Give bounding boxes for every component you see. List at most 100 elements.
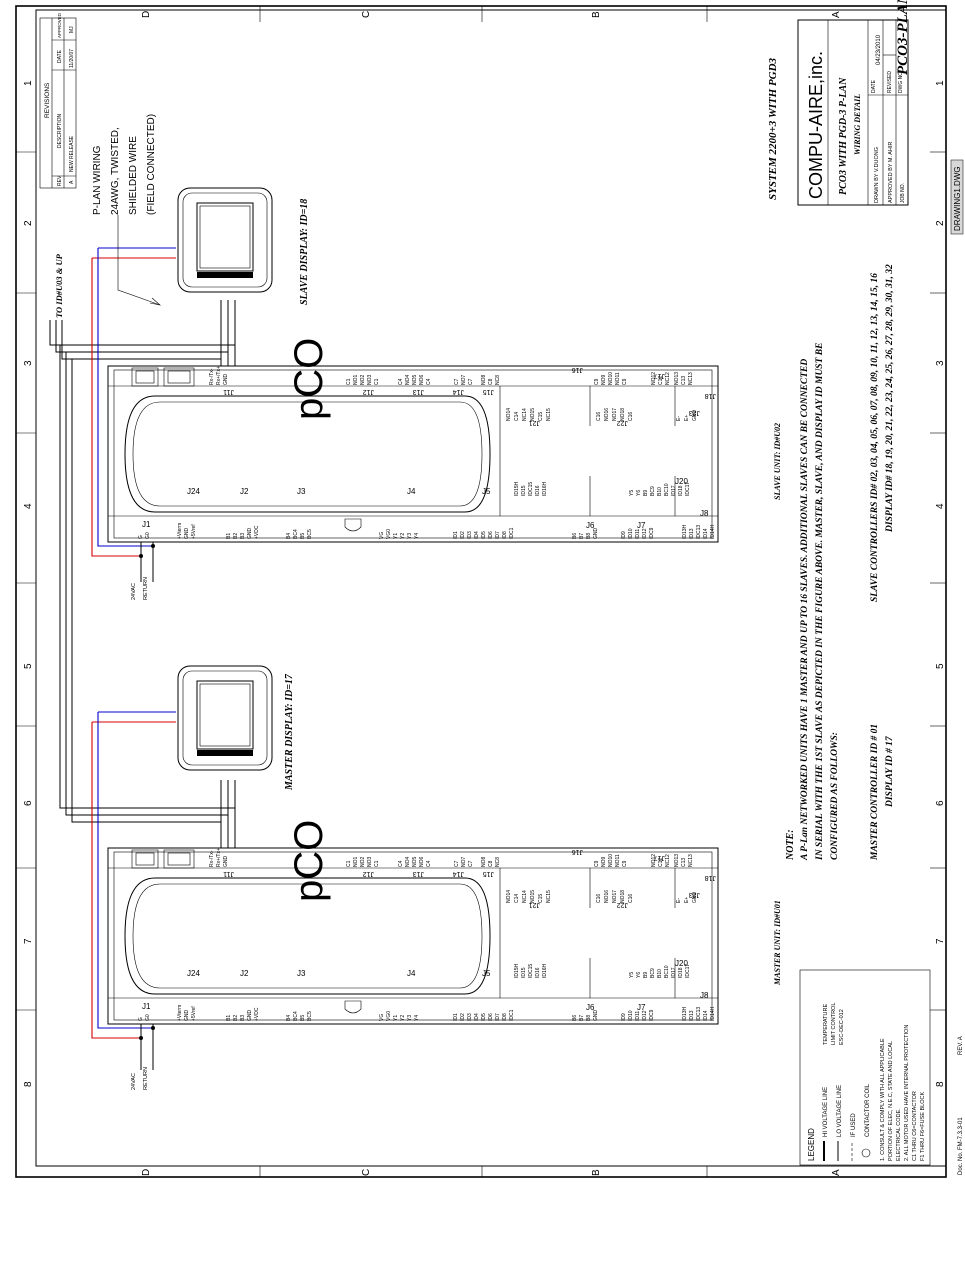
slave-rtop-pin-1-0: NO12 [651, 372, 657, 385]
master-jack-0: J11 [223, 870, 234, 877]
slave-jack-0: J11 [223, 388, 234, 395]
slave-bottom-pin-4-1: VG0 [386, 529, 392, 539]
slave-rb-pin-3-1: ID10 [628, 528, 634, 539]
slave-rb-pin-3-2: ID11 [635, 529, 641, 539]
slave-rb-pin-4-0: ID13H [682, 524, 688, 539]
drawn-by: DRAWN BY V.DUONG [874, 147, 880, 203]
slave-hdr-5: J20 [675, 477, 688, 486]
master-small-label-3: J8 [700, 991, 709, 1000]
to-next-label: TO ID#U03 & UP [54, 253, 64, 318]
master-bottom-pin-2-0: B1 [226, 1015, 232, 1021]
master-top-pin-1-1: NO1 [353, 857, 359, 868]
slave-rb-pin-3-0: ID9 [621, 531, 627, 539]
master-top-pin-2-3: NO6 [419, 857, 425, 868]
master-j23-pin-2: GND [692, 892, 698, 904]
master-rb-pin-2-0: Y5 [629, 972, 635, 978]
legend-title: LEGEND [807, 1128, 816, 1161]
master-hdr-1: J2 [240, 969, 249, 978]
master-rb-pin-3-3: ID12 [642, 1010, 648, 1021]
rev-row-rev: A [69, 180, 75, 184]
master-j21-pin-5: NC15 [546, 890, 552, 903]
plan-wiring-line-2: 24AWG, TWISTED, [110, 127, 121, 215]
master-top-pin-0-1: Rx+/Tx+ [216, 848, 222, 867]
vac-label-slave: 24VAC [131, 583, 137, 600]
slave-jack-5: J21 [529, 419, 540, 426]
slave-bottom-pin-5-0: ID1 [453, 531, 459, 539]
slave-bottom-pin-1-2: +5Vref [191, 524, 197, 539]
legend-note-4: 2. ALL MOTOR USED HAVE INTERNAL PROTECTI… [904, 1025, 910, 1161]
slave-rb-pin-0-3: ID16 [535, 485, 541, 496]
slave-top-pin-2-1: NO4 [405, 375, 411, 386]
master-rb-pin-0-4: ID16H [542, 963, 548, 978]
zone-col-2-right: 2 [935, 220, 946, 226]
slave-bottom-pin-2-3: GND [247, 528, 253, 540]
master-bottom-pin-4-1: VG0 [386, 1011, 392, 1021]
slave-bottom-pin-5-8: IDC1 [509, 527, 515, 539]
master-rtop-pin-0-4: C9 [622, 860, 628, 867]
slave-jack-3: J14 [453, 388, 464, 395]
master-display [177, 665, 273, 771]
master-j22-pin-1: NO16 [604, 890, 610, 903]
master-rb-pin-3-0: ID9 [621, 1013, 627, 1021]
master-jack-7: J16 [572, 848, 583, 855]
master-rtop-pin-0-2: NO10 [608, 854, 614, 867]
note-line-2: IN SERIAL WITH THE 1ST SLAVE AS DEPICTED… [815, 343, 825, 861]
plan-wiring-note: P-LAN WIRING 24AWG, TWISTED, SHIELDED WI… [92, 114, 157, 215]
master-rb-pin-2-3: BC9 [650, 968, 656, 978]
master-rb-pin-2-6: ID17 [671, 967, 677, 978]
slave-display-window-inner [132, 401, 483, 507]
revised-label: REVISED [887, 71, 893, 93]
slave-bottom-pin-3-0: B4 [286, 533, 292, 539]
slave-small-label-0: J1 [142, 520, 151, 529]
rev-header-date: DATE [57, 49, 63, 63]
slave-rb-pin-0-2: IDC15 [528, 482, 534, 496]
master-rb-pin-2-7: ID18 [678, 967, 684, 978]
master-rb-pin-4-0: ID13H [682, 1006, 688, 1021]
slave-bottom-pin-3-3: BC5 [307, 529, 313, 539]
title-block: COMPU-AIRE,inc. PCO3 WITH PGD-3 P-LAN WI… [797, 0, 911, 206]
slave-bottom-pin-4-4: Y3 [407, 533, 413, 539]
master-top-pin-2-1: NO4 [405, 857, 411, 868]
slave-hdr-3: J4 [407, 487, 416, 496]
zone-col-5-left: 5 [23, 663, 34, 669]
note-block: NOTE: A P-Lan NETWORKED UNITS HAVE 1 MAS… [785, 264, 895, 861]
slave-logo: pCO [287, 338, 331, 420]
legend-if-used: IF USED [851, 1113, 857, 1137]
master-top-pin-3-0: C7 [454, 860, 460, 867]
master-top-pin-1-3: NO3 [367, 857, 373, 868]
master-top-pin-1-0: C1 [346, 860, 352, 867]
master-rb-pin-2-2: B9 [643, 972, 649, 978]
revisions-title: REVISIONS [44, 82, 51, 118]
master-top-pin-4-2: NC8 [495, 857, 501, 867]
master-rb-pin-2-5: BC10 [664, 965, 670, 978]
note-line-1: A P-Lan NETWORKED UNITS HAVE 1 MASTER AN… [800, 359, 810, 861]
zone-col-7-left: 7 [23, 938, 34, 944]
master-top-pin-4-0: NO8 [481, 857, 487, 868]
slave-rb-pin-1-0: B6 [572, 533, 578, 539]
slave-rb-pin-0-4: ID16H [542, 481, 548, 496]
master-display-window [124, 877, 491, 995]
master-small-label-2: J7 [637, 1003, 646, 1012]
zone-col-3-left: 3 [23, 360, 34, 366]
zone-row-a-top: A [831, 11, 842, 18]
slave-bottom-pin-4-3: Y2 [400, 533, 406, 539]
slave-rb-pin-4-2: IDC13 [696, 525, 702, 539]
slave-jack-2: J13 [413, 388, 424, 395]
slave-rb-pin-2-5: BC10 [664, 483, 670, 496]
master-display-label: MASTER DISPLAY: ID=17 [284, 673, 295, 791]
slave-display [177, 187, 273, 293]
slave-top-pin-2-4: C4 [426, 378, 432, 385]
slave-lan-port-inner [135, 370, 155, 384]
master-bottom-pin-3-3: BC5 [307, 1011, 313, 1021]
master-bottom-pin-0-1: G0 [145, 1014, 151, 1021]
slave-display-label: SLAVE DISPLAY: ID=18 [299, 199, 310, 305]
rev-row-desc: NEW RELEASE [69, 135, 75, 172]
zone-col-1-right: 1 [935, 80, 946, 86]
slave-bottom-pin-5-3: ID4 [474, 531, 480, 539]
slave-j22-pin-0: C16 [596, 412, 602, 421]
master-top-pin-1-4: C1 [374, 860, 380, 867]
slave-j21-pin-0: NO14 [506, 408, 512, 421]
slave-bottom-pin-4-2: Y1 [393, 533, 399, 539]
master-bottom-pin-0-0: G [138, 1017, 144, 1021]
slave-unit-label: SLAVE UNIT: ID#U02 [773, 423, 782, 500]
